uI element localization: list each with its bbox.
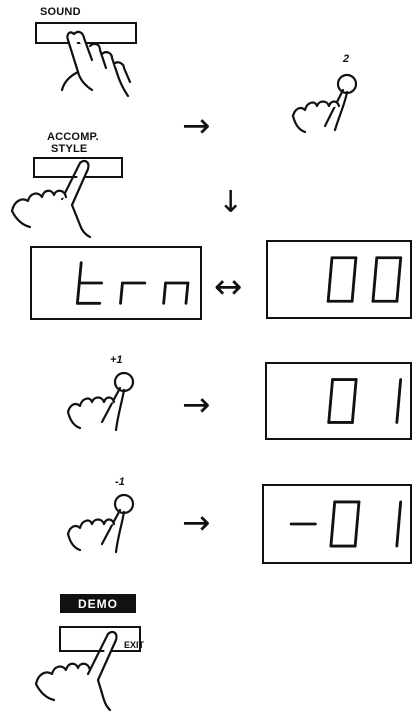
lcd-characters (75, 261, 190, 305)
lcd-segment (329, 522, 335, 548)
sound-key-press-illustration (30, 20, 150, 100)
increment-press-illustration (62, 368, 142, 436)
lcd-segment (353, 522, 359, 548)
lcd-segment (373, 256, 379, 281)
lcd-segment (329, 378, 334, 403)
lcd-segment (119, 281, 124, 305)
lcd-segment (397, 256, 403, 281)
lcd-segment (350, 399, 356, 424)
lcd-segment (371, 278, 377, 303)
hand-pressing-icon (10, 157, 123, 239)
lcd-segment (397, 378, 403, 403)
lcd-segment (162, 281, 167, 305)
lcd-segment (395, 278, 401, 303)
down-arrow: ↓ (218, 185, 244, 220)
sound-key-label: SOUND (40, 6, 81, 18)
lcd-segment (352, 378, 358, 403)
display-after-decrement (262, 484, 412, 564)
lcd-segment-text (289, 500, 403, 548)
exit-key-label: EXIT (124, 640, 145, 650)
accomp-style-key-label-line1: ACCOMP. (47, 131, 99, 143)
next-step-arrow: → (182, 106, 211, 146)
accomp-style-key-label-line2: STYLE (51, 143, 88, 155)
lcd-segment (328, 256, 334, 281)
lcd-characters (289, 500, 403, 548)
display-initial-value (266, 240, 412, 319)
lcd-segment (355, 500, 361, 526)
second-press-illustration (285, 70, 365, 140)
lcd-segment (184, 281, 190, 305)
press-count-label: 2 (343, 53, 350, 65)
hand-pressing-icon (35, 22, 137, 98)
lcd-segment (395, 522, 401, 548)
exit-key-press-illustration (32, 624, 152, 712)
lcd-segment (352, 256, 358, 281)
lcd-segment (395, 399, 401, 424)
accomp-style-key-press-illustration (8, 155, 128, 239)
hand-pressing-button-icon (66, 493, 135, 554)
lcd-segment (326, 278, 332, 303)
decrement-arrow: → (182, 503, 211, 543)
hand-pressing-icon (34, 626, 141, 712)
alternating-arrow: ↔ (214, 267, 243, 307)
lcd-segment-text (75, 261, 190, 305)
lcd-characters (326, 256, 403, 303)
decrement-press-illustration (62, 490, 142, 558)
lcd-segment (397, 500, 403, 526)
lcd-segment (75, 281, 81, 305)
increment-label: +1 (110, 354, 123, 366)
lcd-characters (327, 378, 403, 424)
demo-key-label: DEMO (60, 594, 136, 613)
lcd-segment (327, 399, 333, 424)
lcd-segment (350, 278, 356, 303)
increment-arrow: → (182, 385, 211, 425)
lcd-segment-text (326, 256, 403, 303)
display-after-increment (265, 362, 412, 440)
lcd-segment-text (327, 378, 403, 424)
decrement-label: -1 (115, 476, 125, 488)
lcd-segment (331, 500, 337, 526)
display-transpose-name (30, 246, 202, 320)
hand-pressing-button-icon (66, 371, 135, 432)
lcd-segment (77, 261, 83, 285)
hand-pressing-button-icon (291, 73, 358, 134)
